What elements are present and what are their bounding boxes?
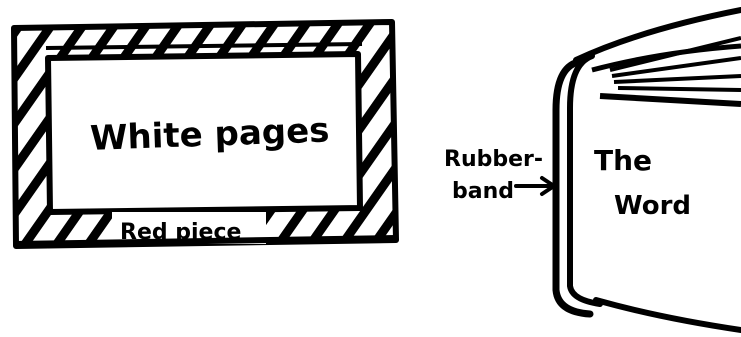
- book-title-line1: The: [594, 144, 652, 177]
- white-pages-label: White pages: [89, 110, 330, 158]
- rubber-band-label-line2: band: [452, 179, 514, 204]
- red-piece-label: Red piece: [120, 220, 241, 245]
- rubber-band-arrow: [516, 178, 554, 194]
- book-title-line2: Word: [614, 191, 691, 221]
- rubber-band-label-line1: Rubber-: [444, 147, 543, 172]
